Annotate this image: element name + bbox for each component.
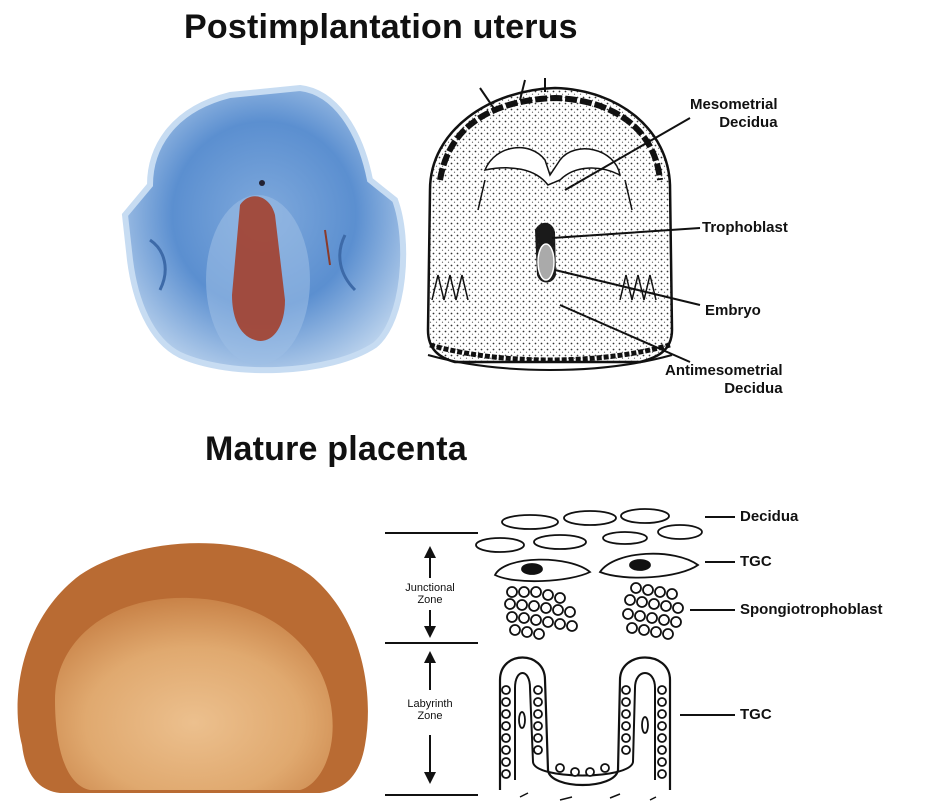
zone-bracket xyxy=(385,533,478,795)
label-labyrinth-zone: Labyrinth Zone xyxy=(395,698,465,722)
label-mesometrial-decidua: Mesometrial Decidua xyxy=(690,96,778,132)
labyrinth-cells xyxy=(502,686,666,778)
placenta-schematic-drawing xyxy=(476,509,702,800)
label-antimesometrial-decidua: Antimesometrial Decidua xyxy=(665,362,783,398)
label-tgc-top: TGC xyxy=(740,553,772,571)
placenta-pointer-lines xyxy=(680,517,735,715)
label-tgc-bottom: TGC xyxy=(740,706,772,724)
placenta-histology-image xyxy=(18,543,368,793)
label-junctional-zone: Junctional Zone xyxy=(395,582,465,606)
label-embryo: Embryo xyxy=(705,302,761,320)
label-spongiotrophoblast: Spongiotrophoblast xyxy=(740,601,882,619)
spongiotrophoblast-cells xyxy=(505,583,683,639)
uterus-schematic-drawing xyxy=(428,78,672,370)
label-trophoblast: Trophoblast xyxy=(702,219,788,237)
label-decidua: Decidua xyxy=(740,508,798,526)
uterus-histology-image xyxy=(125,88,403,370)
